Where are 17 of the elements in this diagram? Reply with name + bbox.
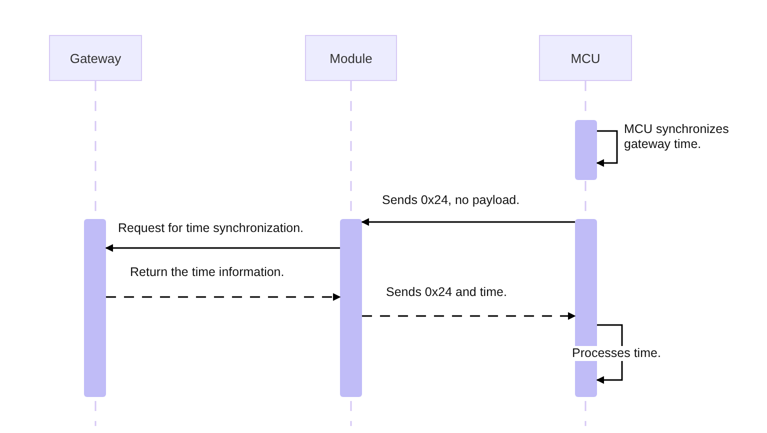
message-label: Return the time information. [130, 265, 284, 280]
message-label: MCU synchronizes gateway time. [624, 122, 730, 152]
participant-box: Module [305, 35, 397, 81]
participant-box: Gateway [49, 35, 142, 81]
message-label: Sends 0x24 and time. [386, 285, 507, 300]
activation-bar [340, 219, 362, 397]
activation-bar [84, 219, 106, 397]
message-label: Request for time synchronization. [118, 221, 304, 236]
message-label: Processes time. [572, 346, 661, 361]
message-arrow [361, 218, 575, 226]
message-arrow [106, 293, 341, 301]
message-label: Sends 0x24, no payload. [382, 193, 520, 208]
message-arrow [596, 130, 618, 167]
participant-box: MCU [539, 35, 632, 81]
message-arrow [362, 312, 576, 320]
activation-bar [575, 120, 597, 180]
message-arrow [105, 244, 340, 252]
